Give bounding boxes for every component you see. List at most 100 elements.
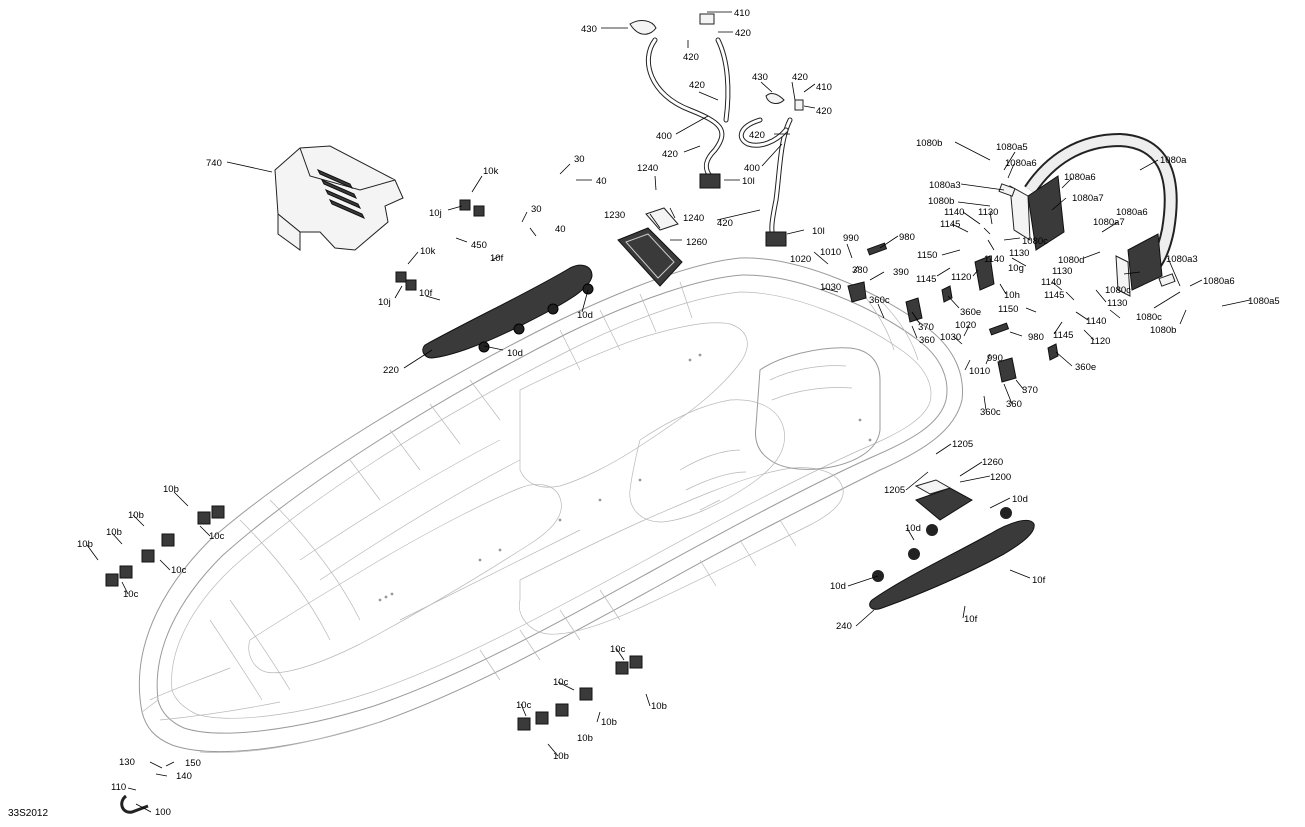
callout-1080d: 1080d bbox=[1058, 255, 1084, 266]
callout-980: 980 bbox=[899, 232, 915, 243]
vent-hoses bbox=[629, 13, 804, 247]
callout-990: 990 bbox=[987, 353, 1003, 364]
callout-1020: 1020 bbox=[790, 254, 811, 265]
callout-420: 420 bbox=[689, 80, 705, 91]
callout-1130: 1130 bbox=[1052, 266, 1072, 277]
callout-1140: 1140 bbox=[1041, 277, 1061, 288]
callout-1010: 1010 bbox=[969, 366, 990, 377]
callout-1120: 1120 bbox=[1090, 336, 1110, 347]
callout-10c: 10c bbox=[209, 531, 225, 542]
callout-1140: 1140 bbox=[944, 207, 964, 218]
callout-1080c: 1080c bbox=[1136, 312, 1162, 323]
vent-cover-1230 bbox=[617, 207, 683, 287]
callout-10c: 10c bbox=[516, 700, 532, 711]
callout-10b: 10b bbox=[77, 539, 93, 550]
callout-1080a6: 1080a6 bbox=[1064, 172, 1096, 183]
callout-450: 450 bbox=[471, 240, 487, 251]
callout-420: 420 bbox=[683, 52, 699, 63]
callout-360: 360 bbox=[919, 335, 935, 346]
callout-labels: 430 410 420 420 420 430 420 410 420 400 … bbox=[77, 8, 1280, 818]
callout-10j: 10j bbox=[378, 297, 391, 308]
callout-380: 380 bbox=[852, 265, 868, 276]
callout-420: 420 bbox=[735, 28, 751, 39]
callout-360e: 360e bbox=[960, 307, 981, 318]
diagram-code: 33S2012 bbox=[8, 808, 49, 819]
callout-1260: 1260 bbox=[982, 457, 1003, 468]
callout-10b: 10b bbox=[553, 751, 569, 762]
callout-1080c: 1080c bbox=[1022, 236, 1048, 247]
callout-10c: 10c bbox=[610, 644, 626, 655]
callout-400: 400 bbox=[656, 131, 672, 142]
callout-360: 360 bbox=[1006, 399, 1022, 410]
grab-handle-1080a bbox=[1009, 132, 1178, 297]
callout-1080a6: 1080a6 bbox=[1005, 158, 1037, 169]
callout-140: 140 bbox=[176, 771, 192, 782]
callout-1145: 1145 bbox=[1044, 290, 1064, 301]
callout-10f: 10f bbox=[419, 288, 433, 299]
callout-10l: 10l bbox=[742, 176, 755, 187]
callout-1080a: 1080a bbox=[1160, 155, 1187, 166]
callout-10b: 10b bbox=[651, 701, 667, 712]
parts bbox=[105, 13, 1178, 814]
callout-1130: 1130 bbox=[978, 207, 998, 218]
callout-10c: 10c bbox=[123, 589, 139, 600]
callout-420: 420 bbox=[749, 130, 765, 141]
callout-10b: 10b bbox=[163, 484, 179, 495]
callout-980: 980 bbox=[1028, 332, 1044, 343]
callout-10d: 10d bbox=[905, 523, 921, 534]
callout-30: 30 bbox=[531, 204, 542, 215]
callout-430: 430 bbox=[581, 24, 597, 35]
callout-1145: 1145 bbox=[1053, 330, 1073, 341]
callout-1030: 1030 bbox=[820, 282, 841, 293]
callout-10b: 10b bbox=[577, 733, 593, 744]
callout-420: 420 bbox=[662, 149, 678, 160]
callout-1080c: 1080c bbox=[1105, 285, 1131, 296]
callout-10l: 10l bbox=[812, 226, 825, 237]
callout-150: 150 bbox=[185, 758, 201, 769]
callout-30: 30 bbox=[574, 154, 585, 165]
callout-360e: 360e bbox=[1075, 362, 1096, 373]
callout-10h: 10h bbox=[1004, 290, 1020, 301]
callout-40: 40 bbox=[555, 224, 566, 235]
callout-410: 410 bbox=[734, 8, 750, 19]
callout-10b: 10b bbox=[128, 510, 144, 521]
callout-1080a3: 1080a3 bbox=[1166, 254, 1198, 265]
callout-990: 990 bbox=[843, 233, 859, 244]
callout-40: 40 bbox=[596, 176, 607, 187]
callout-1150: 1150 bbox=[998, 304, 1018, 315]
callout-430: 430 bbox=[752, 72, 768, 83]
callout-1120: 1120 bbox=[951, 272, 971, 283]
callout-1200: 1200 bbox=[990, 472, 1011, 483]
callout-1240: 1240 bbox=[637, 163, 658, 174]
callout-1080a3: 1080a3 bbox=[929, 180, 961, 191]
callout-1260: 1260 bbox=[686, 237, 707, 248]
callout-420: 420 bbox=[792, 72, 808, 83]
callout-1205: 1205 bbox=[952, 439, 973, 450]
callout-1080b: 1080b bbox=[916, 138, 942, 149]
callout-1080a5: 1080a5 bbox=[996, 142, 1028, 153]
callout-410: 410 bbox=[816, 82, 832, 93]
callout-420: 420 bbox=[816, 106, 832, 117]
callout-10g: 10g bbox=[1008, 263, 1024, 274]
callout-10c: 10c bbox=[553, 677, 569, 688]
callout-100: 100 bbox=[155, 807, 171, 818]
callout-1080a5: 1080a5 bbox=[1248, 296, 1280, 307]
callout-1150: 1150 bbox=[917, 250, 937, 261]
callout-1240: 1240 bbox=[683, 213, 704, 224]
callout-370: 370 bbox=[918, 322, 934, 333]
callout-360c: 360c bbox=[980, 407, 1001, 418]
callout-1080b: 1080b bbox=[928, 196, 954, 207]
callout-10d: 10d bbox=[830, 581, 846, 592]
small-parts bbox=[105, 183, 1176, 814]
callout-10d: 10d bbox=[577, 310, 593, 321]
callout-1130: 1130 bbox=[1107, 298, 1127, 309]
callout-1145: 1145 bbox=[940, 219, 960, 230]
callout-10d: 10d bbox=[1012, 494, 1028, 505]
callout-1030: 1030 bbox=[940, 332, 961, 343]
callout-10k: 10k bbox=[420, 246, 436, 257]
callout-1080a7: 1080a7 bbox=[1072, 193, 1104, 204]
callout-400: 400 bbox=[744, 163, 760, 174]
storage-bin-740 bbox=[274, 145, 404, 251]
callout-1230: 1230 bbox=[604, 210, 625, 221]
callout-1080a6: 1080a6 bbox=[1203, 276, 1235, 287]
